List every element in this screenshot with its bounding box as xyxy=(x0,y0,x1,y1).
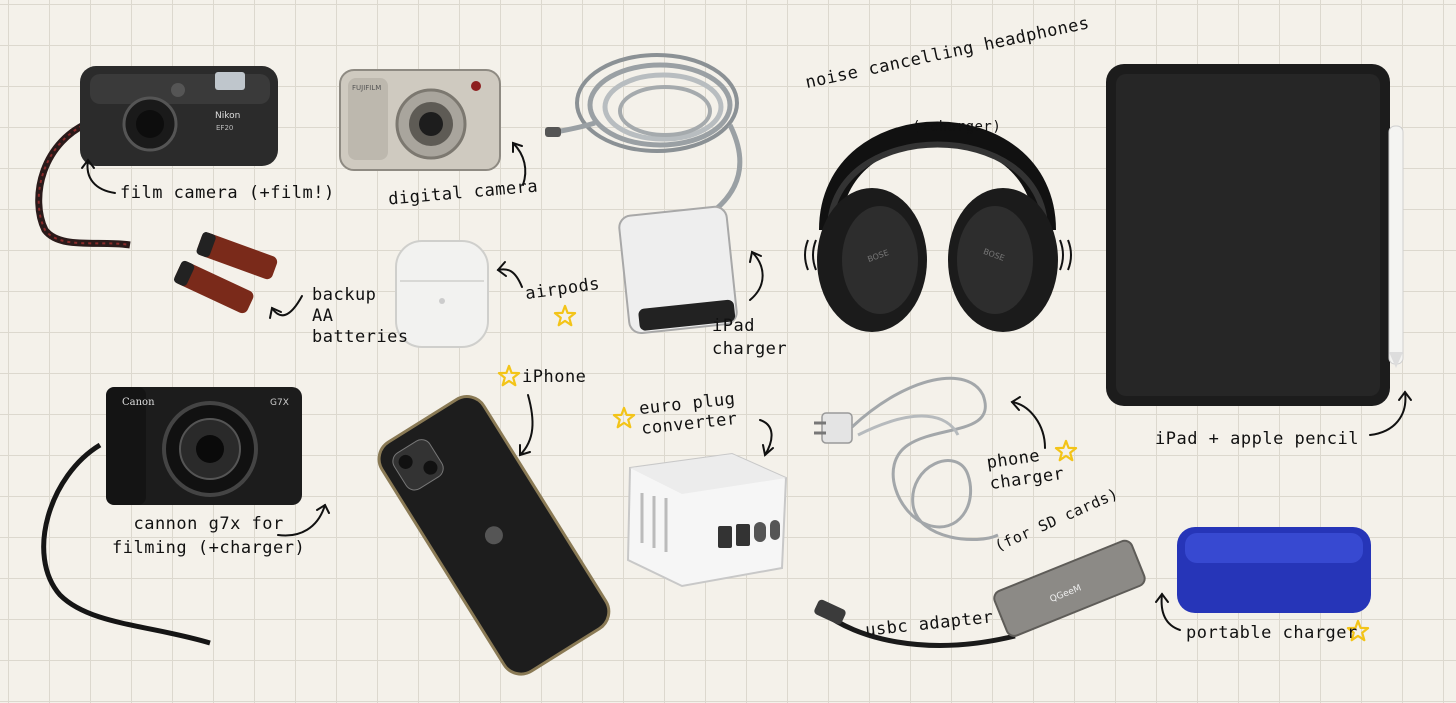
fujifilm-logo-text: FUJIFILM xyxy=(352,84,381,92)
label-ipad-charger: iPad charger xyxy=(712,316,788,359)
label-ipad-pencil: iPad + apple pencil xyxy=(1155,429,1359,449)
star-icon xyxy=(553,304,577,327)
film-camera: Nikon EF20 xyxy=(20,60,290,260)
batteries-illustration xyxy=(174,232,278,314)
ipad-charger xyxy=(612,205,742,335)
portable-charger-illustration xyxy=(1177,527,1371,613)
label-cannon-g7x: cannon g7x for filming (+charger) xyxy=(112,514,306,558)
ipad-charger-illustration xyxy=(618,205,738,335)
star-icon xyxy=(1346,619,1370,642)
coiled-usb-cable xyxy=(545,45,775,215)
aa-batteries xyxy=(165,230,285,330)
ipad-illustration xyxy=(1106,64,1390,406)
g7x-logo-text: G7X xyxy=(270,398,289,408)
digital-camera: FUJIFILM xyxy=(338,68,503,173)
usbc-adapter-hub: QGeeM xyxy=(814,518,1146,683)
label-euro-plug: euro plug converter xyxy=(638,389,739,439)
star-icon xyxy=(497,364,521,387)
label-digital-camera: digital camera xyxy=(387,176,539,210)
apple-pencil xyxy=(1385,122,1407,370)
label-portable-charger: portable charger xyxy=(1186,623,1358,643)
apple-pencil-illustration xyxy=(1388,125,1404,368)
label-iphone: iPhone xyxy=(522,367,587,387)
label-headphones-charger: (+charger) xyxy=(912,119,1002,135)
nikon-model-text: EF20 xyxy=(216,124,233,132)
star-icon xyxy=(1054,439,1078,462)
portable-charger xyxy=(1175,525,1373,615)
euro-plug-illustration xyxy=(626,452,788,588)
airpods-case xyxy=(390,237,495,352)
label-film-camera: film camera (+film!) xyxy=(120,183,335,203)
phone-charger-illustration xyxy=(814,376,999,542)
digital-camera-illustration: FUJIFILM xyxy=(339,69,501,171)
canon-logo-text: Canon xyxy=(122,397,155,408)
label-phone-charger: phone charger xyxy=(985,445,1066,495)
headphones-illustration: BOSE BOSE xyxy=(804,121,1072,332)
iphone-illustration xyxy=(377,395,611,676)
usbc-hub-illustration: QGeeM xyxy=(814,539,1146,648)
star-icon xyxy=(612,406,636,429)
noise-cancelling-headphones: BOSE BOSE xyxy=(800,80,1075,335)
ipad-tablet xyxy=(1104,62,1394,410)
euro-plug-converter xyxy=(622,448,790,590)
canon-illustration: Canon G7X xyxy=(41,387,302,646)
iphone xyxy=(375,395,615,676)
label-backup-batteries: backup AA batteries xyxy=(312,285,409,347)
phone-charger-cable xyxy=(814,365,1003,555)
nikon-logo-text: Nikon xyxy=(215,111,240,121)
canon-g7x-camera: Canon G7X xyxy=(30,385,310,650)
airpods-illustration xyxy=(395,240,489,348)
label-airpods: airpods xyxy=(523,273,602,305)
film-camera-illustration: Nikon EF20 xyxy=(35,66,278,249)
coiled-cable-illustration xyxy=(545,53,743,212)
